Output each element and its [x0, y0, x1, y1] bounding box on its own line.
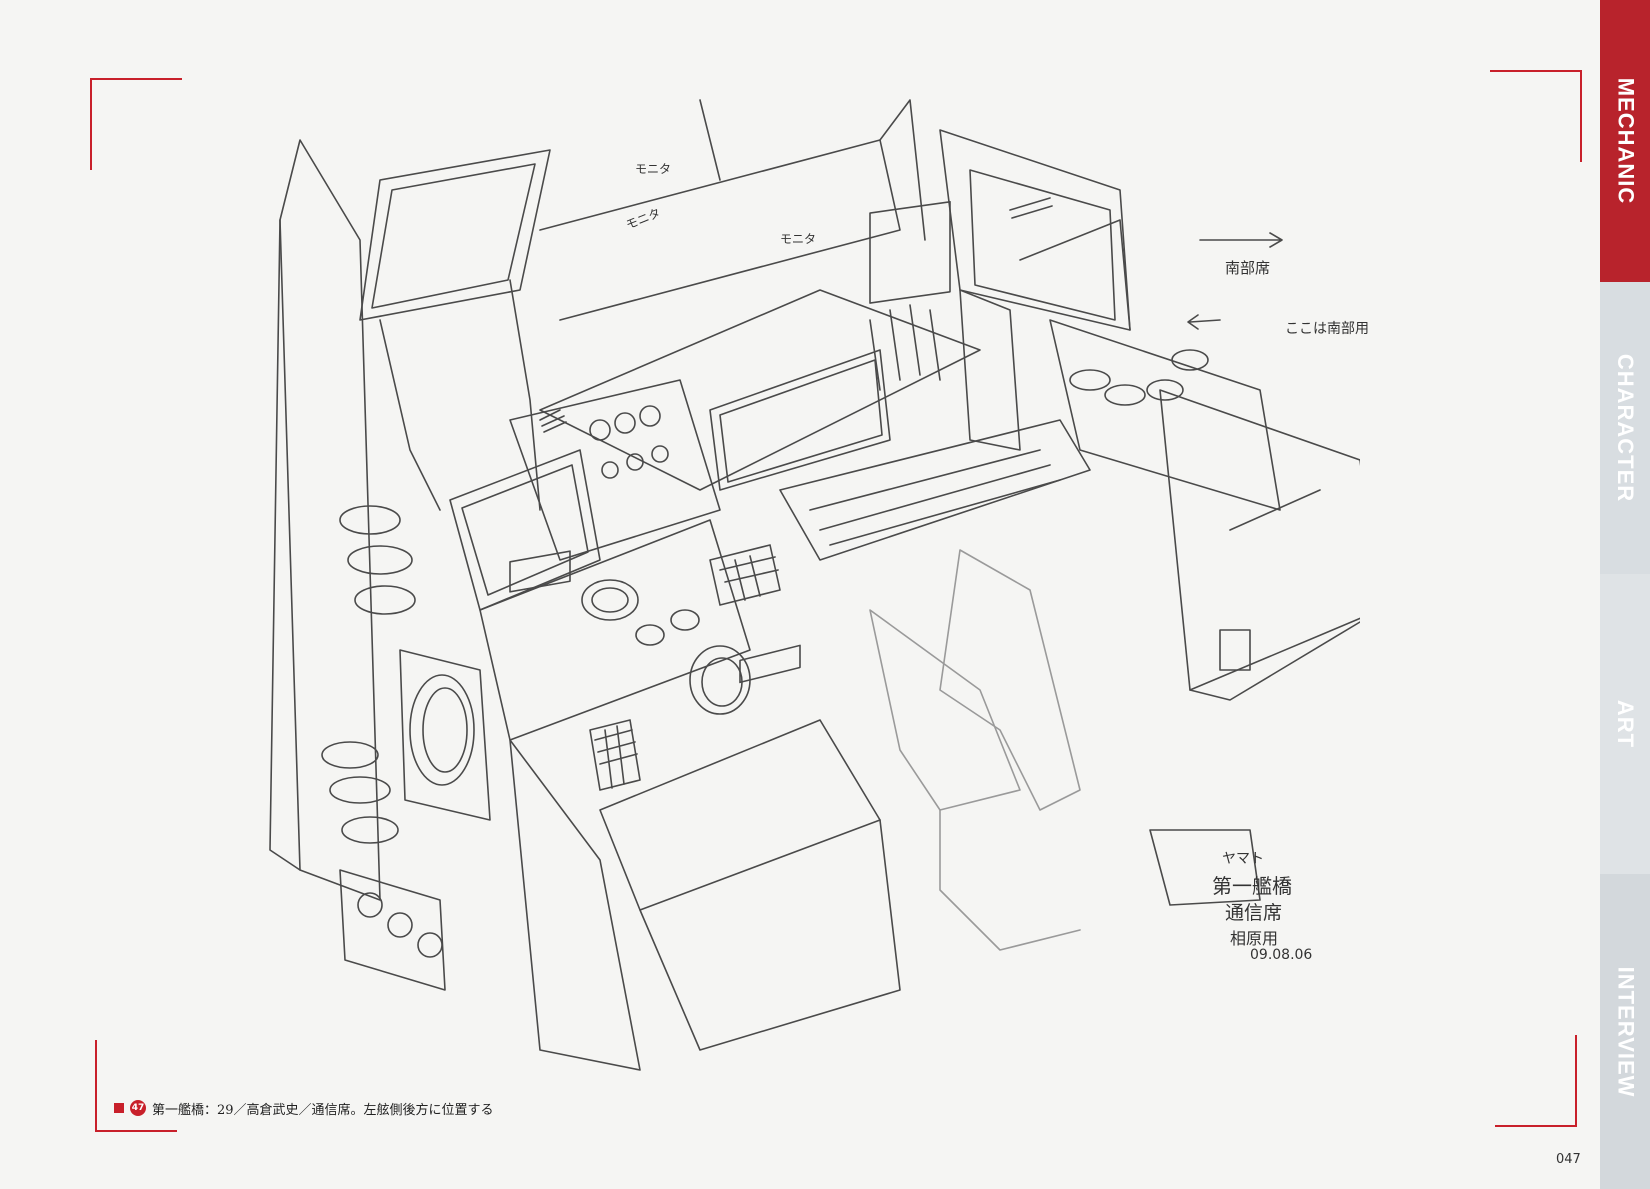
- tab-interview[interactable]: INTERVIEW: [1600, 874, 1650, 1189]
- note-monitor-3: モニタ: [780, 232, 817, 246]
- tab-art[interactable]: ART: [1600, 574, 1650, 874]
- caption-number: 47: [130, 1100, 146, 1116]
- crop-mark-top-right: [1490, 70, 1582, 162]
- figure-caption: 47 第一艦橋：29／高倉武史／通信席。左舷側後方に位置する: [114, 1098, 494, 1118]
- section-tabs: MECHANIC CHARACTER ART INTERVIEW: [1600, 0, 1650, 1189]
- note-date: 09.08.06: [1250, 947, 1313, 963]
- caption-text: 第一艦橋：29／高倉武史／通信席。左舷側後方に位置する: [152, 1102, 494, 1118]
- crop-mark-bottom-right: [1495, 1035, 1577, 1127]
- note-title-2: 第一艦橋: [1212, 874, 1292, 898]
- crop-mark-top-left: [90, 78, 182, 170]
- note-monitor-2: モニタ: [635, 162, 672, 176]
- note-title-1: ヤマト: [1222, 851, 1264, 867]
- caption-square-icon: [114, 1103, 124, 1113]
- page-number: 047: [1556, 1152, 1581, 1167]
- crop-mark-bottom-left: [95, 1040, 177, 1132]
- tab-mechanic[interactable]: MECHANIC: [1600, 0, 1650, 282]
- note-seat-remark: ここは南部用: [1285, 321, 1369, 337]
- tab-character[interactable]: CHARACTER: [1600, 282, 1650, 574]
- console-sketch: [269, 99, 1360, 1071]
- note-seat-label: 南部席: [1225, 259, 1271, 277]
- note-title-3: 通信席: [1225, 902, 1283, 924]
- note-title-4: 相原用: [1230, 929, 1279, 948]
